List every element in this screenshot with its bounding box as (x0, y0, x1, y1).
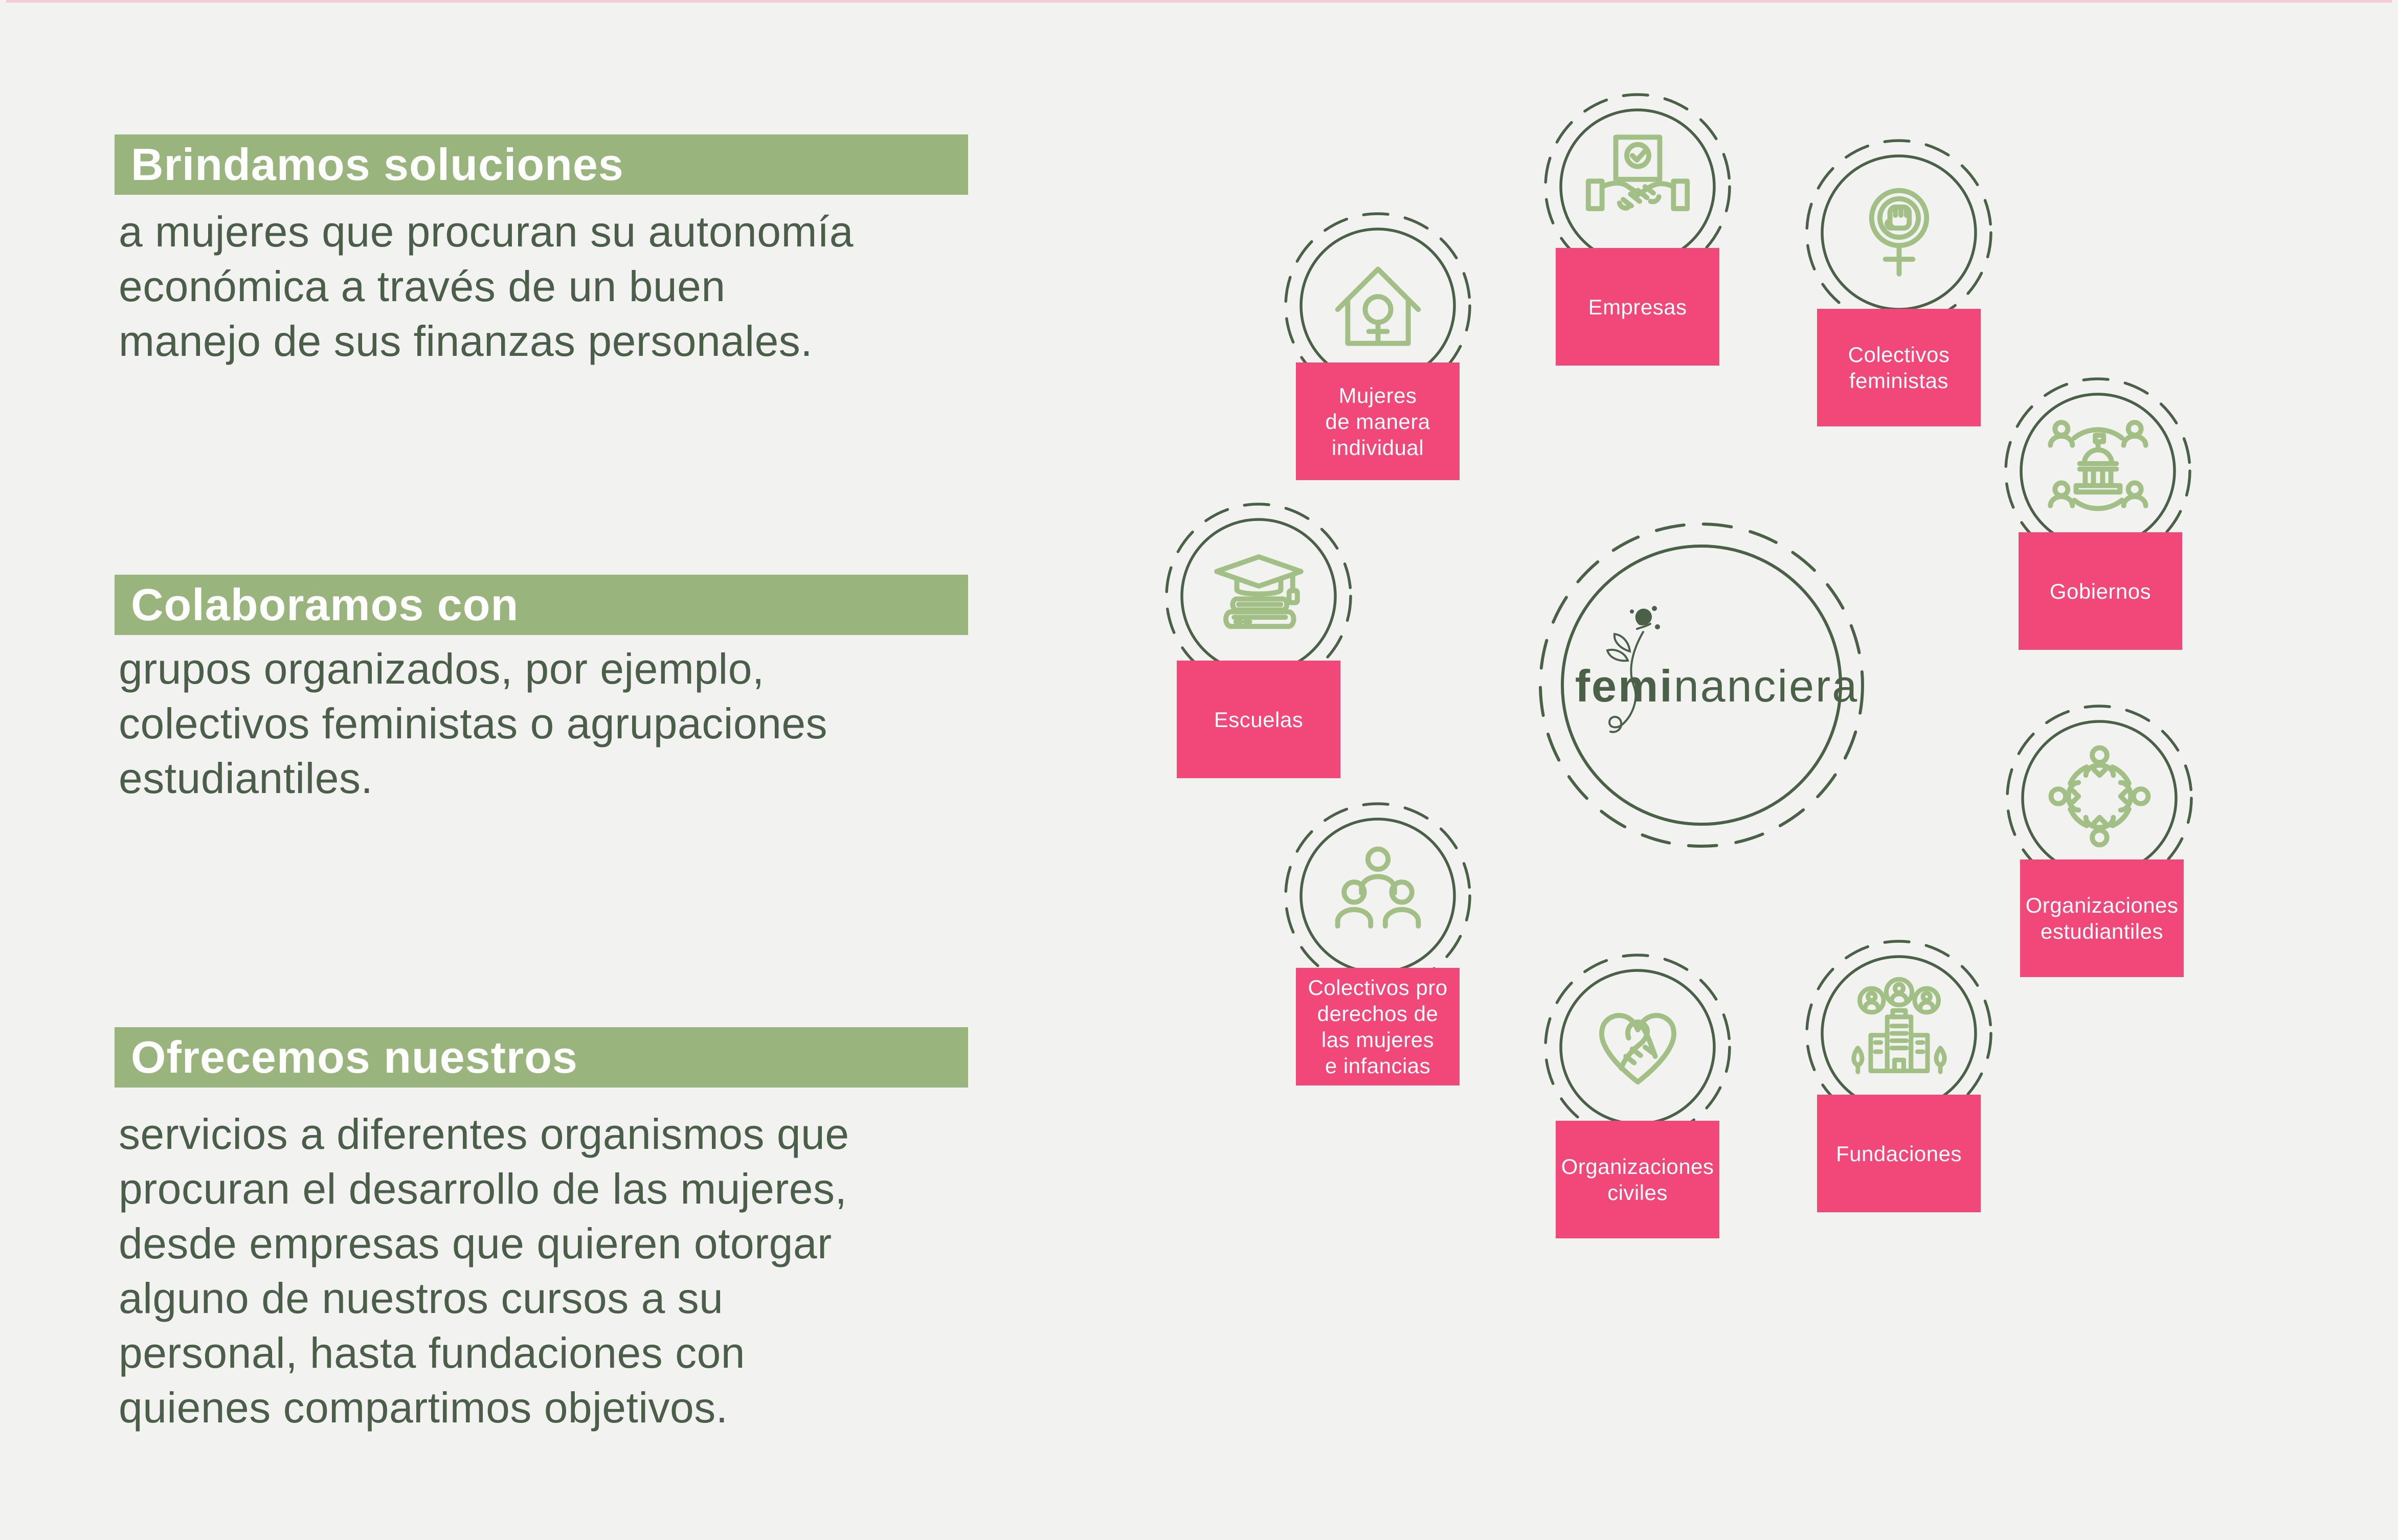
node-escuelas: Escuelas (1164, 502, 1353, 778)
section-body-colaboramos: grupos organizados, por ejemplo, colecti… (119, 645, 828, 802)
section-title-bar-colaboramos: Colaboramos con (115, 575, 968, 635)
node-empresas: Empresas (1543, 92, 1732, 366)
logo-wordmark-bold: femi (1575, 661, 1674, 711)
node-colectivos-feministas: Colectivos feministas (1804, 138, 1993, 426)
section-title-bar-ofrecemos: Ofrecemos nuestros (115, 1027, 968, 1088)
logo-wordmark-rest: nanciera (1673, 661, 1859, 711)
section-body-ofrecemos: servicios a diferentes organismos que pr… (119, 1110, 849, 1432)
node-colectivos-pro-derechos: Colectivos pro derechos de las mujeres e… (1283, 801, 1472, 1085)
node-fundaciones: Fundaciones (1804, 939, 1993, 1212)
section-body-brindamos: a mujeres que procuran su autonomía econ… (119, 208, 854, 365)
node-label: Fundaciones (1817, 1095, 1981, 1212)
node-mujeres-de-manera-individual: Mujeres de manera individual (1283, 211, 1472, 480)
node-label: Colectivos pro derechos de las mujeres e… (1296, 968, 1460, 1085)
node-label: Colectivos feministas (1817, 309, 1981, 426)
node-organizaciones-civiles: Organizaciones civiles (1543, 953, 1732, 1238)
flower-logo-icon (1606, 606, 1660, 733)
handshake-certificate-icon (1585, 134, 1690, 212)
node-label: Gobiernos (2019, 532, 2182, 650)
node-gobiernos: Gobiernos (2003, 376, 2192, 650)
top-accent-line (6, 0, 2392, 3)
node-label: Escuelas (1177, 661, 1340, 778)
heart-ribbon-icon (1599, 1013, 1677, 1085)
node-label: Mujeres de manera individual (1296, 363, 1460, 480)
three-people-icon (1335, 846, 1421, 929)
node-label: Organizaciones civiles (1556, 1121, 1719, 1238)
node-organizaciones-estudiantiles: Organizaciones estudiantiles (2005, 704, 2194, 977)
feminist-fist-icon (1869, 188, 1930, 277)
section-title-bar-brindamos: Brindamos soluciones (115, 134, 968, 195)
students-circle-icon (2048, 745, 2151, 848)
section-title: Brindamos soluciones (131, 139, 624, 190)
foundation-building-icon (1851, 977, 1947, 1074)
node-label: Empresas (1556, 248, 1719, 366)
house-venus-icon (1335, 266, 1421, 346)
hub-rings (1539, 523, 1864, 848)
section-title: Colaboramos con (131, 579, 519, 630)
graduation-books-icon (1214, 554, 1304, 629)
logo-hub: feminanciera (1538, 522, 1865, 849)
node-label: Organizaciones estudiantiles (2020, 859, 2184, 977)
logo-wordmark: feminanciera (1553, 664, 1880, 709)
section-title: Ofrecemos nuestros (131, 1032, 578, 1082)
government-building-icon (2048, 420, 2148, 511)
